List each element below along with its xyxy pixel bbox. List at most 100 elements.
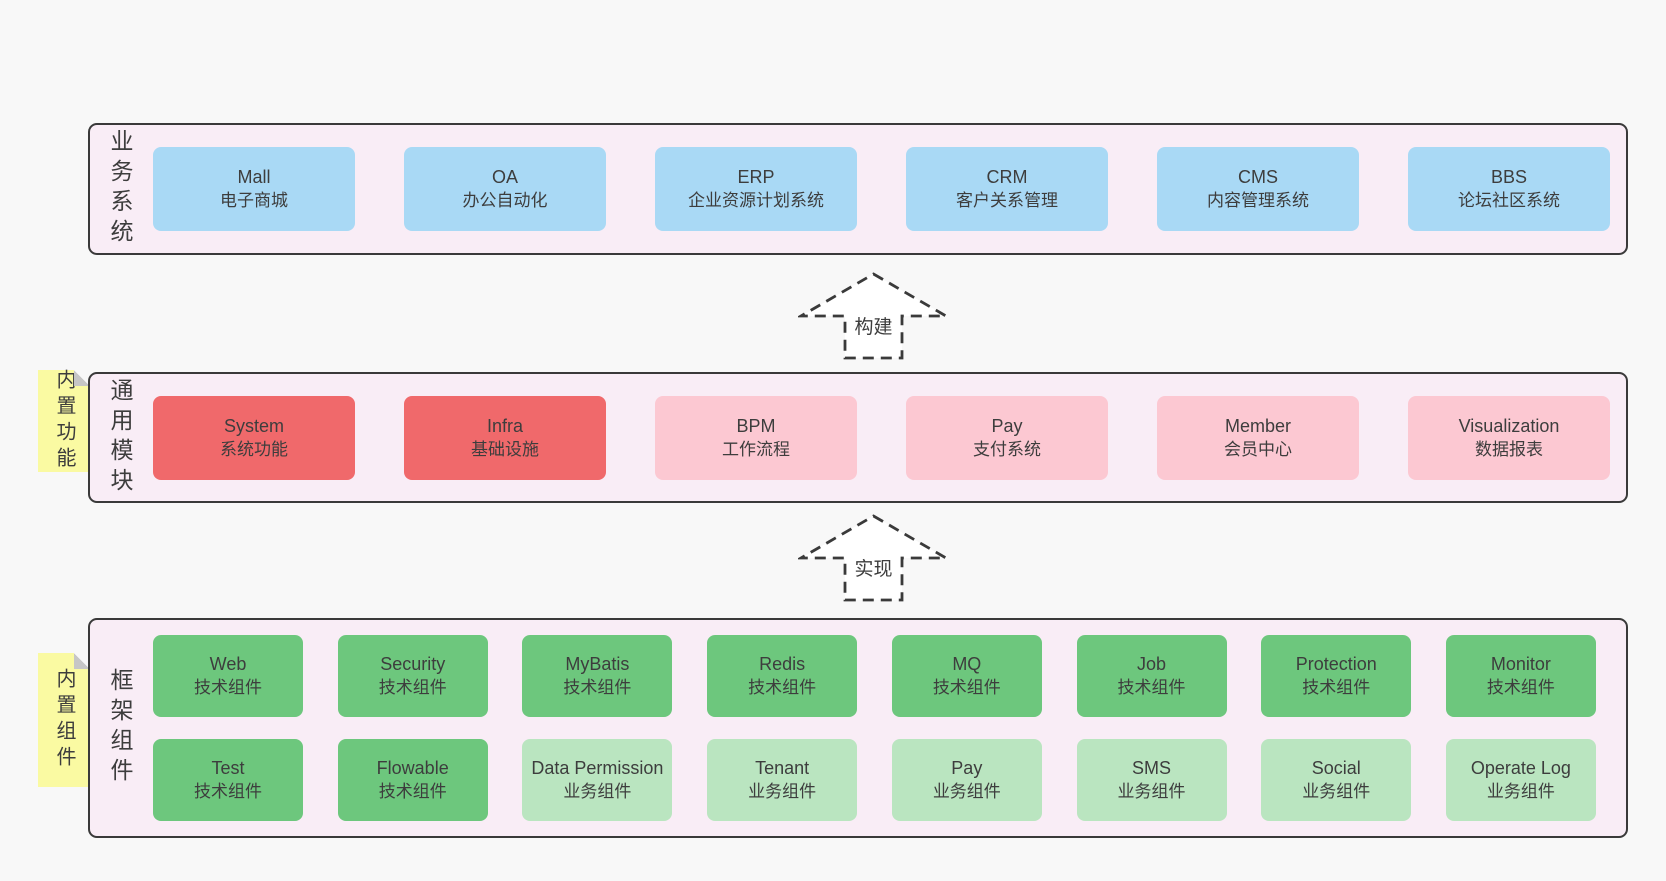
box-subtitle: 工作流程 xyxy=(722,439,790,459)
box-tenant: Tenant 业务组件 xyxy=(707,739,858,821)
box-title: Web xyxy=(209,654,247,674)
box-subtitle: 技术组件 xyxy=(748,678,817,697)
box-subtitle: 技术组件 xyxy=(1117,678,1186,697)
sticky-tab-label: 内置功能 xyxy=(53,369,75,473)
folded-corner-icon xyxy=(74,653,90,669)
box-title: BBS xyxy=(1490,167,1528,187)
box-job: Job 技术组件 xyxy=(1076,635,1227,717)
box-row: Web 技术组件 Security 技术组件 MyBatis 技术组件 Redi… xyxy=(153,635,1596,717)
box-sms: SMS 业务组件 xyxy=(1076,739,1227,821)
box-subtitle: 系统功能 xyxy=(220,439,288,459)
box-subtitle: 业务组件 xyxy=(1302,782,1371,801)
box-grid: System 系统功能 Infra 基础设施 BPM 工作流程 Pay 支付系统… xyxy=(153,374,1610,501)
box-row: Test 技术组件 Flowable 技术组件 Data Permission … xyxy=(153,739,1596,821)
box-title: Infra xyxy=(486,415,524,436)
box-mybatis: MyBatis 技术组件 xyxy=(522,635,673,717)
box-security: Security 技术组件 xyxy=(337,635,488,717)
box-row: System 系统功能 Infra 基础设施 BPM 工作流程 Pay 支付系统… xyxy=(153,395,1610,480)
box-social: Social 业务组件 xyxy=(1261,739,1412,821)
box-title: Security xyxy=(380,654,446,674)
box-subtitle: 基础设施 xyxy=(471,439,539,459)
box-grid: Web 技术组件 Security 技术组件 MyBatis 技术组件 Redi… xyxy=(153,620,1596,836)
box-grid: Mall 电子商城 OA 办公自动化 ERP 企业资源计划系统 CRM 客户关系… xyxy=(153,125,1610,253)
box-cms: CMS 内容管理系统 xyxy=(1157,147,1359,231)
box-subtitle: 办公自动化 xyxy=(462,191,548,210)
box-member: Member 会员中心 xyxy=(1157,395,1359,480)
box-title: Protection xyxy=(1295,654,1377,674)
box-subtitle: 内容管理系统 xyxy=(1207,191,1309,210)
sticky-tab-label: 内置组件 xyxy=(53,668,75,772)
box-monitor: Monitor 技术组件 xyxy=(1445,635,1596,717)
box-infra: Infra 基础设施 xyxy=(404,395,606,480)
box-operate-log: Operate Log 业务组件 xyxy=(1445,739,1596,821)
section-label: 通用模块 xyxy=(107,377,133,498)
box-title: Pay xyxy=(951,758,983,778)
build-arrow-icon: 构建 xyxy=(798,272,949,360)
arrow-label: 实现 xyxy=(854,558,892,580)
arrow-outline xyxy=(798,272,949,360)
folded-corner-icon xyxy=(74,370,90,386)
box-row: Mall 电子商城 OA 办公自动化 ERP 企业资源计划系统 CRM 客户关系… xyxy=(153,147,1610,231)
box-protection: Protection 技术组件 xyxy=(1261,635,1412,717)
box-subtitle: 技术组件 xyxy=(194,782,262,801)
arrow-label: 构建 xyxy=(854,316,892,338)
box-pay: Pay 支付系统 xyxy=(906,395,1108,480)
box-subtitle: 技术组件 xyxy=(1486,678,1555,697)
box-visualization: Visualization 数据报表 xyxy=(1408,395,1610,480)
box-subtitle: 支付系统 xyxy=(973,439,1041,459)
box-title: Monitor xyxy=(1490,654,1551,674)
box-subtitle: 业务组件 xyxy=(1117,782,1186,801)
box-subtitle: 客户关系管理 xyxy=(956,191,1058,210)
box-web: Web 技术组件 xyxy=(153,635,303,717)
box-title: Data Permission xyxy=(531,758,664,778)
arrow-outline xyxy=(798,514,949,602)
box-subtitle: 技术组件 xyxy=(194,678,262,697)
box-erp: ERP 企业资源计划系统 xyxy=(655,147,857,231)
box-title: Mall xyxy=(237,167,271,187)
box-crm: CRM 客户关系管理 xyxy=(906,147,1108,231)
section-framework-components: 框架组件 Web 技术组件 Security 技术组件 MyBatis 技术组件… xyxy=(88,618,1628,838)
box-subtitle: 技术组件 xyxy=(378,782,447,801)
box-title: Redis xyxy=(759,654,806,674)
box-mq: MQ 技术组件 xyxy=(891,635,1042,717)
box-redis: Redis 技术组件 xyxy=(707,635,858,717)
box-subtitle: 业务组件 xyxy=(1486,782,1555,801)
box-subtitle: 技术组件 xyxy=(378,678,447,697)
box-mall: Mall 电子商城 xyxy=(153,147,355,231)
section-business-systems: 业务系统 Mall 电子商城 OA 办公自动化 ERP 企业资源计划系统 CRM… xyxy=(88,123,1628,255)
box-title: MQ xyxy=(952,654,982,674)
box-title: Operate Log xyxy=(1470,758,1571,778)
box-title: SMS xyxy=(1132,758,1172,778)
section-label: 业务系统 xyxy=(107,129,133,249)
box-subtitle: 业务组件 xyxy=(932,782,1001,801)
box-subtitle: 技术组件 xyxy=(1302,678,1371,697)
box-bpm: BPM 工作流程 xyxy=(655,395,857,480)
box-pay: Pay 业务组件 xyxy=(891,739,1042,821)
box-title: OA xyxy=(491,167,518,187)
box-subtitle: 业务组件 xyxy=(748,782,817,801)
implement-arrow-icon: 实现 xyxy=(798,514,949,602)
box-subtitle: 会员中心 xyxy=(1224,439,1292,459)
box-subtitle: 论坛社区系统 xyxy=(1458,191,1560,210)
box-title: Social xyxy=(1311,758,1361,778)
box-title: System xyxy=(223,415,284,436)
box-subtitle: 电子商城 xyxy=(220,191,288,210)
box-title: CRM xyxy=(986,167,1028,187)
box-subtitle: 技术组件 xyxy=(932,678,1001,697)
box-title: ERP xyxy=(737,167,775,187)
box-title: Pay xyxy=(991,415,1023,436)
box-subtitle: 数据报表 xyxy=(1475,439,1543,459)
box-subtitle: 企业资源计划系统 xyxy=(688,191,824,210)
box-title: CMS xyxy=(1238,167,1278,187)
box-system: System 系统功能 xyxy=(153,395,355,480)
box-title: Member xyxy=(1224,415,1291,436)
box-subtitle: 技术组件 xyxy=(563,678,632,697)
box-data-permission: Data Permission 业务组件 xyxy=(522,739,673,821)
section-common-modules: 通用模块 System 系统功能 Infra 基础设施 BPM 工作流程 Pay… xyxy=(88,372,1628,503)
box-bbs: BBS 论坛社区系统 xyxy=(1408,147,1610,231)
sticky-tab-builtin-features: 内置功能 xyxy=(38,369,90,473)
box-title: BPM xyxy=(736,415,776,436)
box-title: MyBatis xyxy=(565,654,630,674)
box-flowable: Flowable 技术组件 xyxy=(337,739,488,821)
section-label: 框架组件 xyxy=(107,668,133,788)
